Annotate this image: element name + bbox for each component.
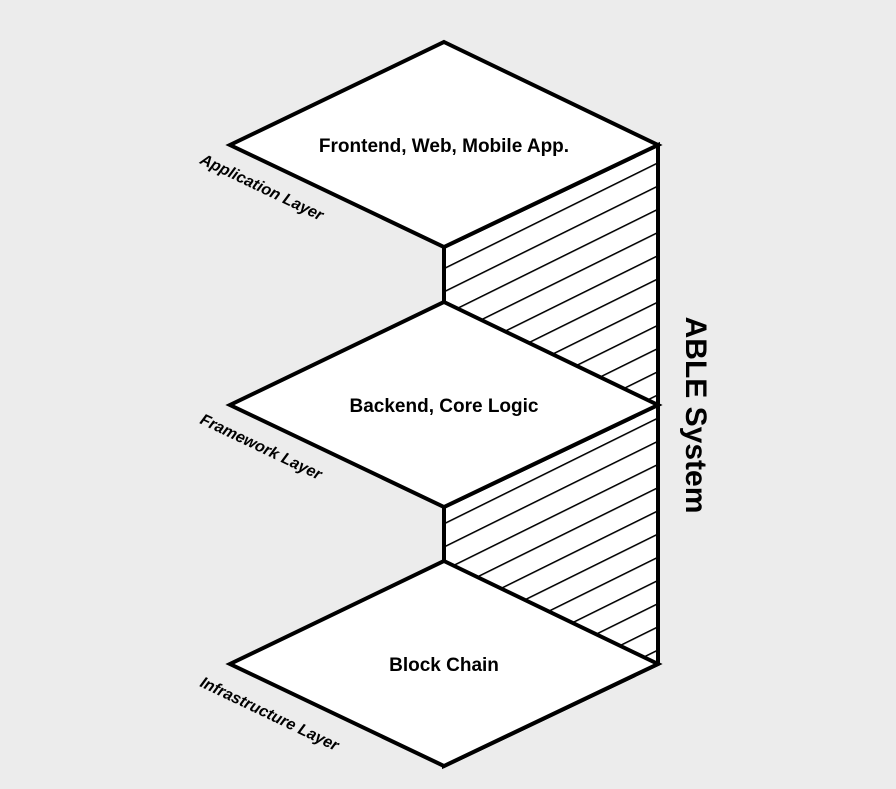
system-label: ABLE System (679, 317, 712, 514)
tile-infrastructure (225, 558, 663, 769)
tile-application (225, 39, 663, 250)
tile-label-framework: Backend, Core Logic (350, 396, 539, 417)
tile-label-application: Frontend, Web, Mobile App. (319, 136, 569, 157)
tile-framework (225, 299, 663, 510)
tile-label-infrastructure: Block Chain (389, 655, 499, 676)
